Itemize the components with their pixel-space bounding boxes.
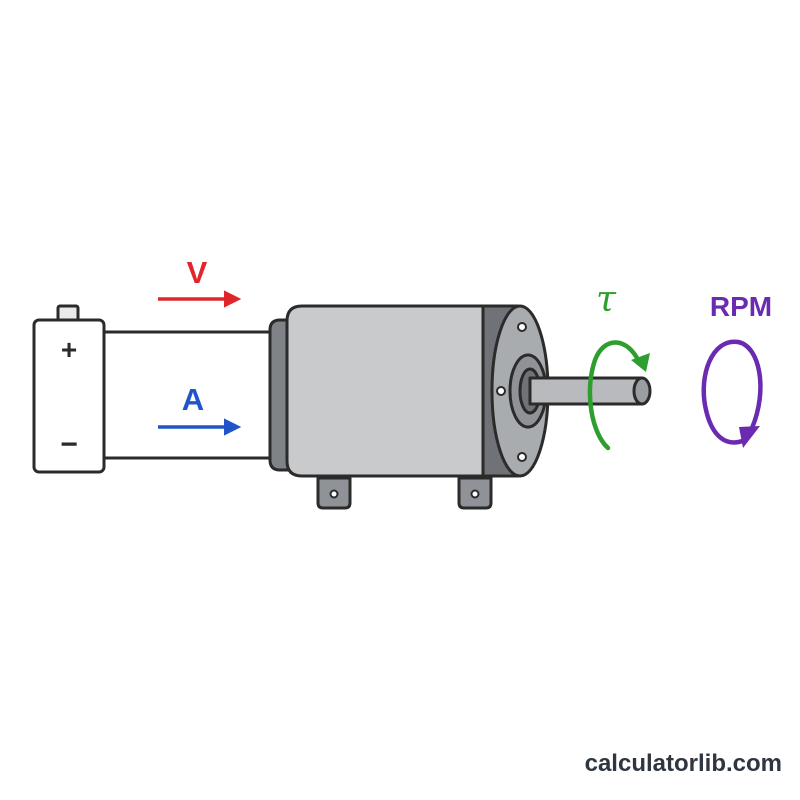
motor-shaft xyxy=(528,376,644,406)
motor-body xyxy=(285,304,502,478)
current-label: A xyxy=(182,382,204,417)
dc-motor-icon xyxy=(268,304,652,510)
site-watermark: calculatorlib.com xyxy=(584,750,782,777)
battery-icon: + − xyxy=(32,304,106,474)
motor-foot-left xyxy=(316,476,352,510)
rpm-rotation-arrow-icon xyxy=(701,339,763,445)
voltage-label: V xyxy=(187,255,208,290)
motor-foot-right xyxy=(457,476,493,510)
wires xyxy=(105,330,280,460)
voltage-indicator: V xyxy=(158,255,242,308)
torque-indicator: τ xyxy=(587,279,650,451)
torque-label: τ xyxy=(596,279,617,320)
torque-rotation-arrow-icon xyxy=(587,340,643,451)
battery-minus: − xyxy=(60,428,78,461)
shaft-tip xyxy=(632,376,652,406)
speed-label: RPM xyxy=(710,291,772,322)
speed-indicator: RPM xyxy=(701,291,772,448)
battery-plus: + xyxy=(61,334,77,365)
current-indicator: A xyxy=(158,382,242,436)
